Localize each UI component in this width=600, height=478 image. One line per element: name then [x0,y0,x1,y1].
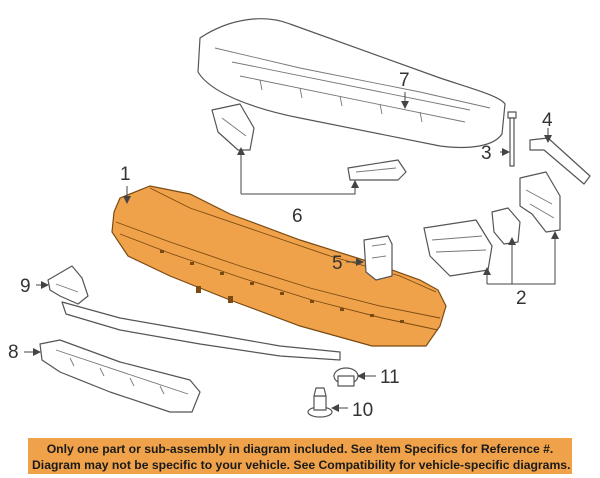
callout-10: 10 [352,400,373,421]
compatibility-notice-banner: Only one part or sub-assembly in diagram… [28,438,572,474]
notice-line-2: Diagram may not be specific to your vehi… [32,458,571,472]
part-1-front-bumper-highlighted [111,185,447,347]
part-2-mounting-brackets [423,171,561,277]
callout-1: 1 [120,164,131,185]
callout-4: 4 [542,110,553,131]
callout-7: 7 [399,70,410,91]
callout-2: 2 [516,288,527,309]
part-3-bolt [507,111,517,167]
notice-line-1: Only one part or sub-assembly in diagram… [46,442,554,456]
callout-6: 6 [292,206,303,227]
callout-5: 5 [332,253,343,274]
callout-3: 3 [481,143,492,164]
callout-8: 8 [8,342,19,363]
part-8-lower-deflector [39,301,341,413]
leader-lines [24,92,559,412]
part-9-side-bracket [47,265,89,305]
part-6-filler-pieces [211,103,407,181]
callout-9: 9 [20,276,31,297]
callout-11: 11 [380,367,400,388]
part-7-upper-bumper [197,18,506,149]
part-11-clip [333,367,359,387]
part-10-push-pin [307,387,333,418]
bumper-exploded-diagram: 1 2 3 4 5 6 7 8 9 10 11 [8,18,591,421]
part-5-small-bracket [363,235,393,281]
